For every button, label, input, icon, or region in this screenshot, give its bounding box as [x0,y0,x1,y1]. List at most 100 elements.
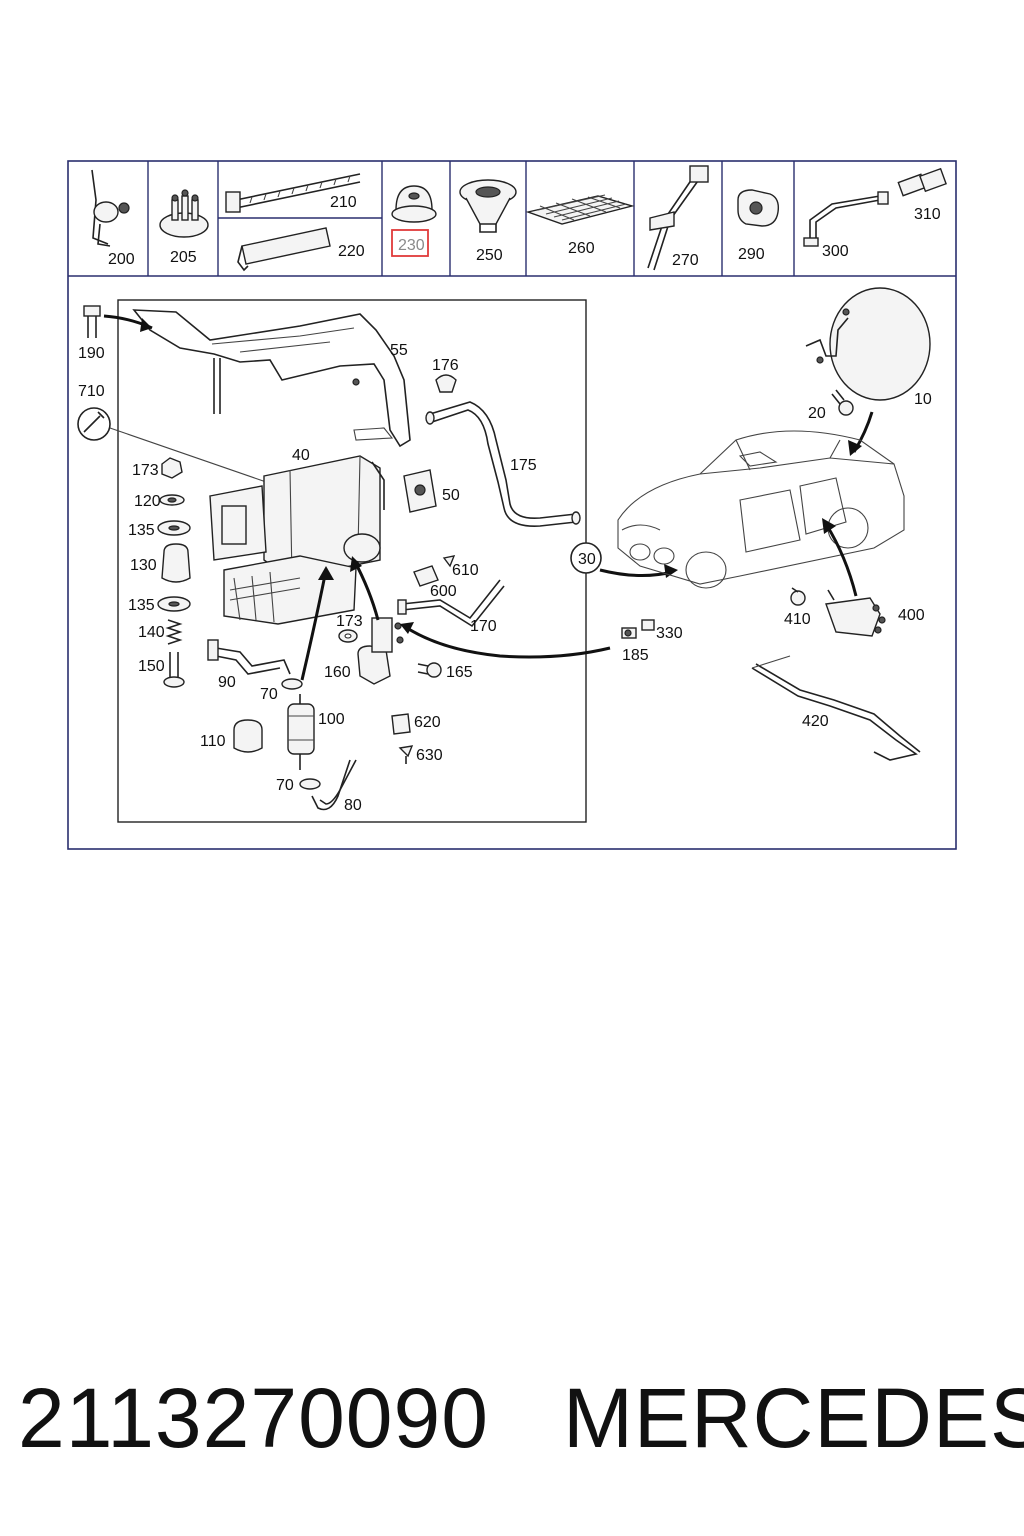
arrowhead-up [318,566,334,580]
valve-160 [357,617,404,685]
label-290: 290 [738,246,765,263]
clamp-70a [281,678,303,690]
label-330: 330 [656,625,683,642]
main-labels: 190 710 55 176 175 40 50 173 120 135 130… [78,342,932,814]
label-80: 80 [344,797,362,814]
label-70a: 70 [260,686,278,703]
label-630: 630 [416,747,443,764]
arrowhead-400 [822,518,836,534]
label-20: 20 [808,405,826,422]
plug-330 [641,619,655,631]
arrow-to-valve [352,559,380,621]
label-165: 165 [446,664,473,681]
label-130: 130 [130,557,157,574]
label-300: 300 [822,243,849,260]
mount-130 [161,543,191,583]
label-250: 250 [476,247,503,264]
header-cell-dividers [147,161,795,276]
pipe-170 [397,579,505,628]
arrow-185-to-valve [403,624,611,659]
connector-620 [391,713,411,735]
part-220-icon [237,227,331,272]
label-220: 220 [338,243,365,260]
part-290-icon [737,189,780,227]
part-110 [233,719,263,753]
part-300-icon [803,191,889,247]
valve-block-400 [825,589,886,637]
label-100: 100 [318,711,345,728]
label-50: 50 [442,487,460,504]
nut-173 [161,457,183,479]
part-260-icon [525,194,635,225]
washer-120 [159,494,185,506]
label-176: 176 [432,357,459,374]
pin-630 [398,745,414,764]
label-600: 600 [430,583,457,600]
label-205: 205 [170,249,197,266]
hose-80 [311,759,357,811]
label-420: 420 [802,713,829,730]
label-173a: 173 [132,462,159,479]
label-173b: 173 [336,613,363,630]
washer-135b [157,596,191,612]
arrowhead-30 [664,564,678,578]
pin-610 [442,555,456,568]
bolt-20 [831,389,854,416]
washer-173b [338,629,358,643]
label-90: 90 [218,674,236,691]
label-135b: 135 [128,597,155,614]
label-190: 190 [78,345,105,362]
label-175: 175 [510,457,537,474]
fitting-185 [621,627,637,639]
label-400: 400 [898,607,925,624]
label-270: 270 [672,252,699,269]
label-185: 185 [622,647,649,664]
compressor-40 [209,455,385,625]
car-outline [617,430,905,589]
arrowhead-car-top [848,440,862,456]
label-135a: 135 [128,522,155,539]
outer-frame [67,160,957,850]
label-30: 30 [578,551,596,568]
header-labels: 200 205 210 220 230 250 260 270 290 300 … [108,194,941,269]
arrowhead-valve [350,556,362,572]
arrow-400-to-car [824,523,858,597]
clip-176 [435,374,457,393]
label-110: 110 [200,733,226,750]
part-200-icon [91,169,130,247]
part-250-icon [459,179,517,233]
wrench-symbol-710 [77,407,273,485]
label-260: 260 [568,240,595,257]
bolt-190 [83,305,153,338]
part-230-icon [391,185,437,223]
arrow-up-compressor [300,569,328,681]
clamp-70b [299,778,321,790]
bolt-165 [417,662,442,678]
label-210: 210 [330,194,357,211]
pin-150 [163,652,185,688]
label-40: 40 [292,447,310,464]
spring-140 [165,619,183,645]
part-210-icon [225,173,361,213]
bracket-50 [403,469,437,513]
label-160: 160 [324,664,351,681]
label-310: 310 [914,206,941,223]
part-310-icon [897,167,947,197]
connector-600 [413,565,439,587]
label-120: 120 [134,493,161,510]
bolt-410 [790,587,806,606]
label-140: 140 [138,624,165,641]
label-710: 710 [78,383,105,400]
label-170: 170 [470,618,497,635]
label-150: 150 [138,658,165,675]
label-200: 200 [108,251,135,268]
label-410: 410 [784,611,811,628]
label-610: 610 [452,562,479,579]
label-230: 230 [398,237,425,254]
brand-name: MERCEDES [562,1371,1024,1465]
part-205-icon [159,189,209,238]
pipe-90 [207,639,291,675]
reservoir-10 [805,287,931,401]
label-620: 620 [414,714,441,731]
